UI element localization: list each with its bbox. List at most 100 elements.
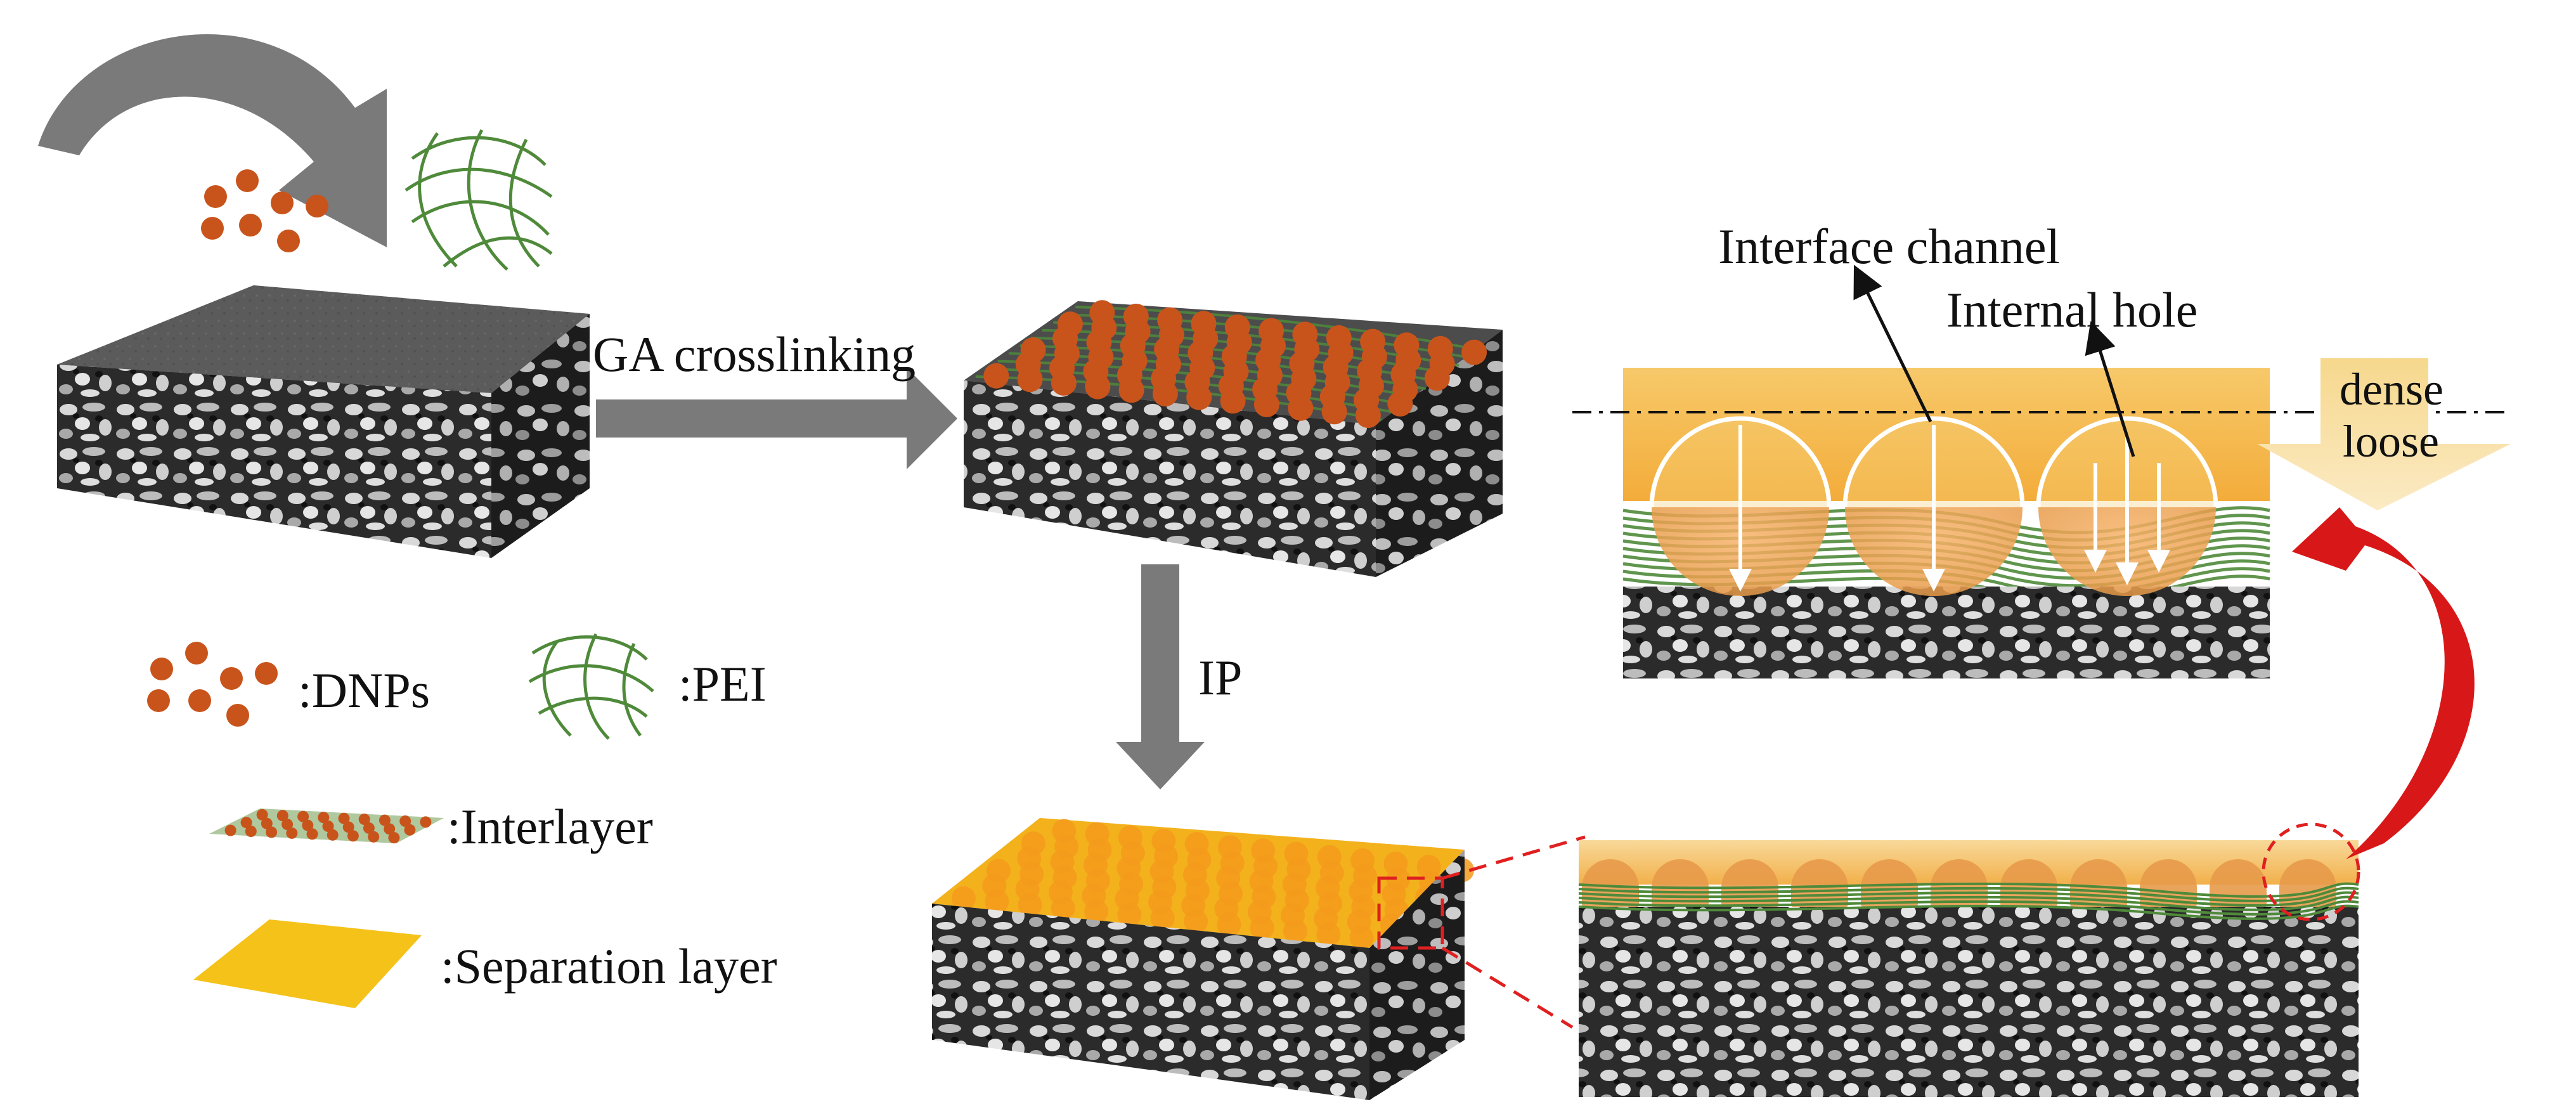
separation-particle [1187,847,1212,872]
legend-pei-label: :PEI [678,656,767,711]
separation-particle [1154,844,1179,869]
dnp-particle [1223,359,1249,384]
separation-particle [951,886,976,911]
interlayer-particle [302,819,314,831]
annotation-arrows [1853,264,2135,457]
interlayer-particle [276,810,288,822]
dnp-particle [1088,344,1114,370]
separation-particle [1152,875,1177,900]
pei-strand [1578,886,2359,902]
dnp-particle [1057,311,1083,337]
legend-interlayer-icon [209,808,444,844]
dnp-particle [1395,347,1421,373]
legend-dnps-label: :DNPs [298,663,430,718]
dnp-particle [1321,399,1347,425]
interlayer-particle [256,808,268,821]
interlayer-particle [266,826,278,838]
dnp-particle [1054,341,1080,367]
interlayer-particle [358,814,370,826]
dnp-particle [1158,322,1184,348]
interlayer-particle [384,823,396,835]
interlayer-particle [306,828,318,840]
dense-label: dense [2340,364,2443,415]
dnp-particle [1392,377,1418,403]
channel-outline [1842,416,2025,508]
interlayer-particle [327,829,339,841]
separation-particle [1085,868,1110,893]
dnp-particle [1186,384,1212,410]
dnp-particle [1260,333,1286,359]
separation-particle [1117,902,1142,927]
interlayer-particle [224,824,236,836]
separation-particle [1150,905,1175,930]
legend-interlayer-label: :Interlayer [447,799,653,854]
separation-particle [1353,864,1377,888]
dnp-particle [983,363,1009,389]
interlayer-particle [318,812,330,824]
pei-strand [1578,904,2359,920]
separation-particle [1084,899,1109,924]
interlayer-particle [379,814,391,826]
crosslinking-label: GA crosslinking [593,327,916,382]
interlayer-particle [420,816,432,828]
separation-particle [1319,860,1344,885]
interface-channel-label: Interface channel [1718,219,2061,274]
dnp-particle [1118,377,1144,403]
separation-particle [1052,865,1077,890]
interlayer-particle [347,830,359,842]
separation-particle [985,889,1009,914]
cross-section-strip [1578,822,2360,1097]
separation-particle [1119,872,1144,896]
curved-gray-arrow [38,34,387,247]
pei-strand [1578,882,2359,898]
interlayer-particle [261,817,273,829]
legend-dnps-icon [147,642,278,727]
legend-separation-label: :Separation layer [441,938,777,994]
separation-particle [1283,919,1307,944]
legend-separation-icon [193,919,422,1008]
interlayer-particle [245,826,257,837]
dnp-particle [1288,395,1314,421]
dnp-particle [1193,326,1219,351]
strip-dome [1791,859,1848,916]
dnp-particle [1155,351,1181,377]
internal-hole-label: Internal hole [1946,282,2198,337]
dnp-particle [1358,373,1384,399]
separation-particle [1120,841,1145,866]
separation-particle [1316,922,1341,947]
dnp-particles-cluster [201,169,328,252]
channel-outline [1649,416,1832,508]
zoom-indicator [1377,835,1586,1029]
pei-strand [1578,895,2359,911]
dnp-particle [1125,318,1151,344]
separation-particle [1252,885,1276,909]
ip-arrow [1116,564,1205,789]
dnp-particle [1291,366,1317,392]
dnp-particle [1051,370,1077,396]
interlayer-particle [338,812,350,824]
interlayer-particle [282,819,294,831]
separation-particle [1184,909,1208,933]
interlayer-particle [322,821,334,832]
dnp-particle [1294,337,1320,362]
separation-membrane [932,818,1474,1100]
separation-particle [1285,888,1309,912]
dnp-particle [1328,340,1354,366]
interlayer-particle [368,831,380,843]
dnp-particle [1220,388,1246,414]
dnp-particle [1324,370,1350,395]
separation-particle [1185,878,1210,903]
dnp-particle [1461,339,1487,365]
separation-particle [1349,925,1374,950]
interlayer-particle [342,821,354,833]
dnp-particle [1361,344,1387,370]
separation-particle [986,859,1011,883]
ip-label: IP [1198,650,1243,705]
pei-strand [1578,891,2359,907]
dnp-particle [1020,337,1046,363]
separation-particle [1021,831,1045,856]
separation-particle [1051,896,1075,921]
interlayer-particle [404,824,416,836]
base-membrane [57,285,590,558]
